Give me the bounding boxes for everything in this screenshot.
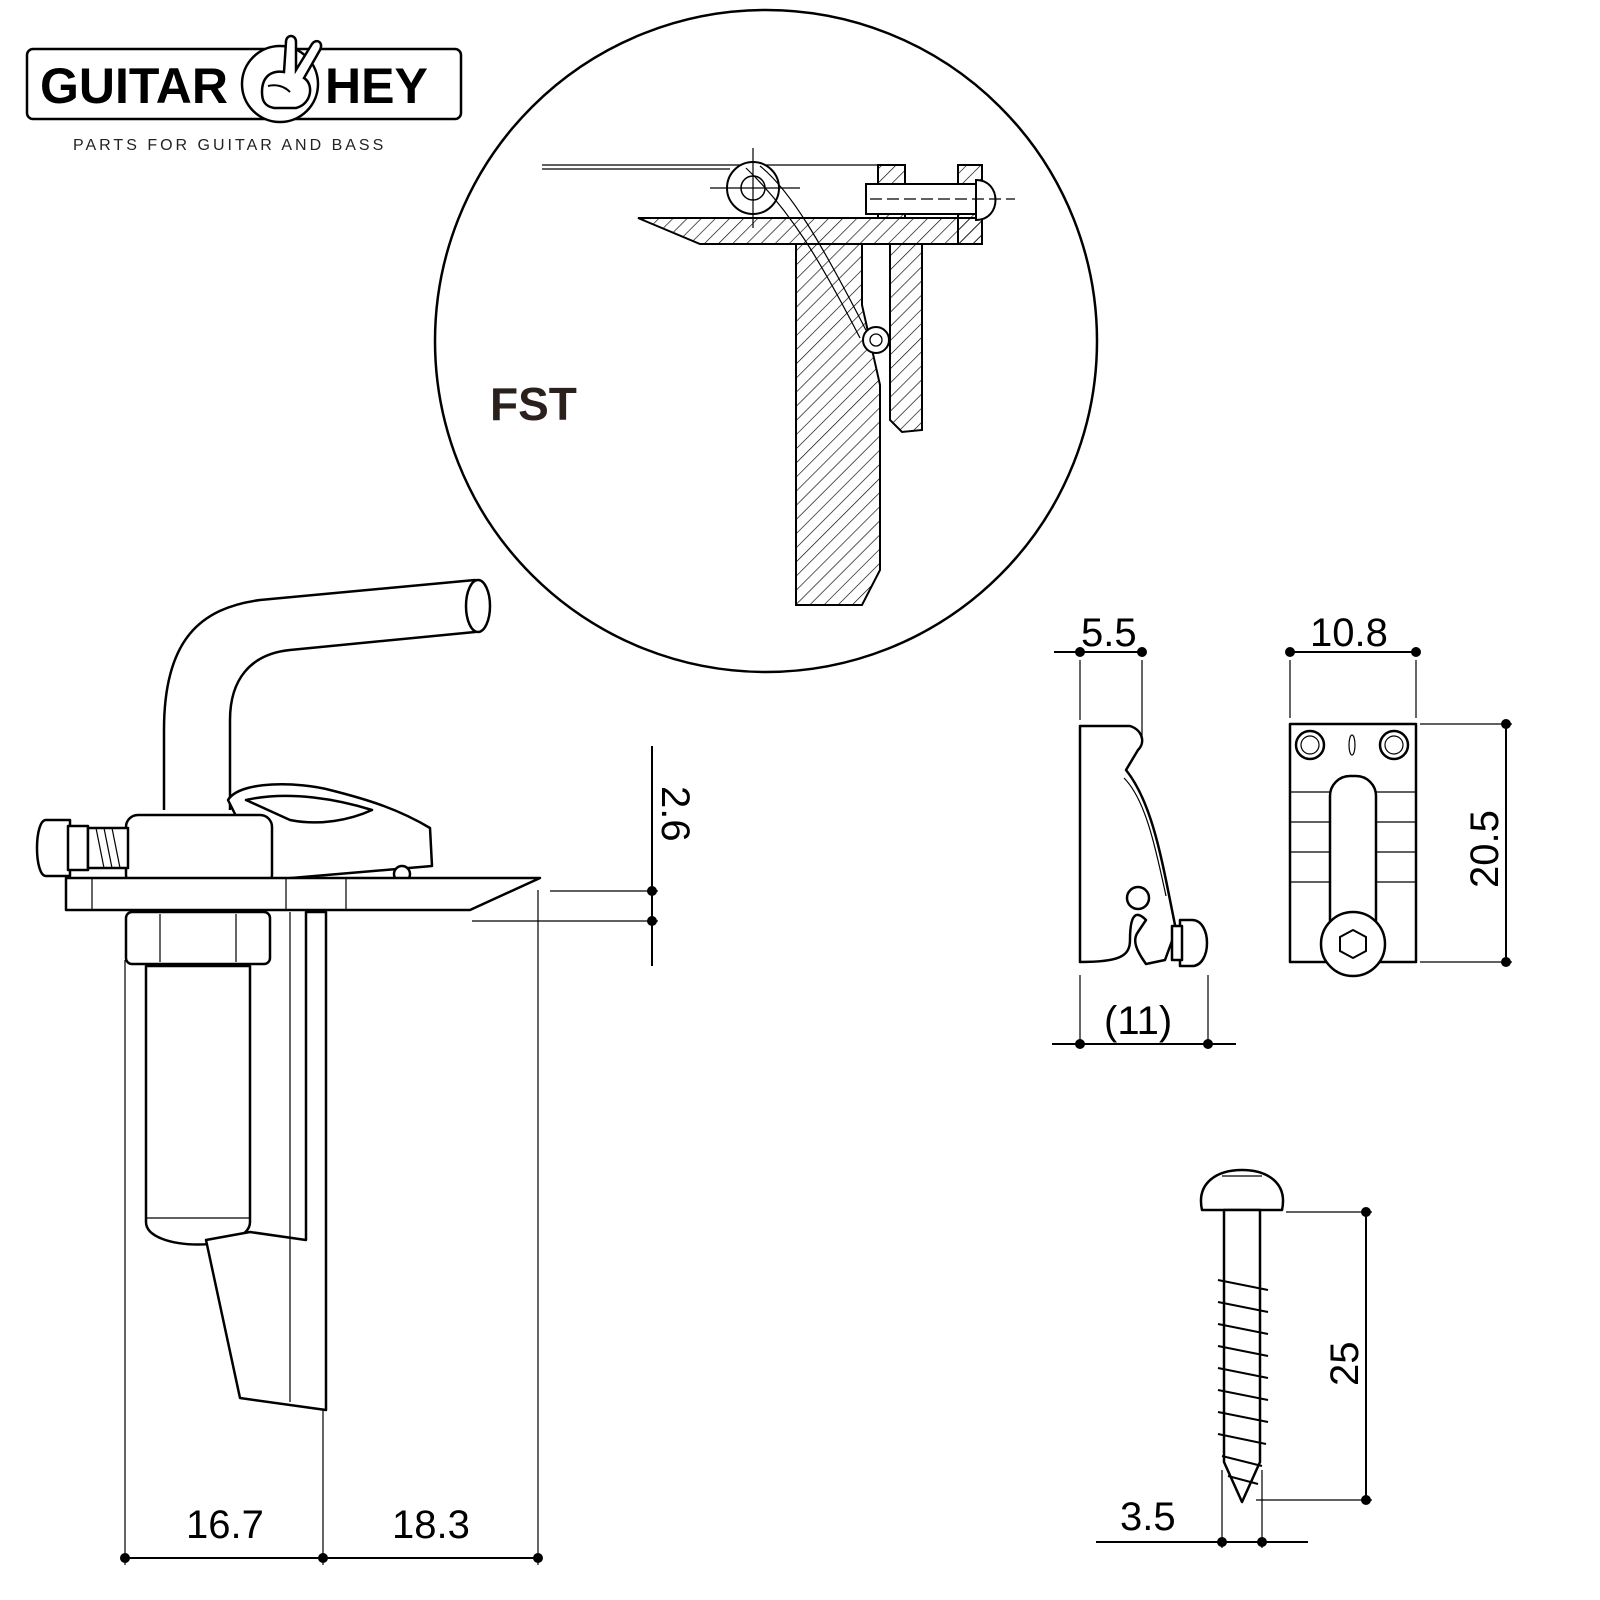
dim-11: (11) [1104, 999, 1172, 1043]
mount-hole-left [1294, 729, 1326, 761]
wire-arm [162, 578, 488, 810]
logo-tagline: PARTS FOR GUITAR AND BASS [73, 137, 386, 154]
dim-20-5: 20.5 [1463, 810, 1507, 888]
dim-10-8: 10.8 [1310, 611, 1388, 655]
logo-left-word: GUITAR [40, 58, 228, 114]
post-section [889, 243, 923, 434]
side-view-part [1078, 724, 1209, 968]
top-view-dimensions: 10.8 20.5 [1285, 611, 1512, 967]
screw-head [1199, 1168, 1285, 1212]
side-view-dimensions: 5.5 (11) [1052, 611, 1236, 1049]
dim-2-6: 2.6 [653, 786, 697, 842]
block-section [795, 243, 881, 606]
threaded-post [144, 964, 252, 1246]
dim-3-5: 3.5 [1120, 1495, 1176, 1539]
stopper-dimensions: 16.7 18.3 2.6 [120, 746, 697, 1565]
adjust-screw-head [35, 818, 72, 878]
claw-blade [204, 910, 328, 1412]
brand-logo: GUITAR HEY PARTS FOR GUITAR AND BASS [25, 34, 463, 154]
wood-screw [1199, 1168, 1285, 1504]
fst-detail-view: FST [433, 8, 1099, 674]
base-plate [64, 876, 542, 912]
mount-hole-right [1378, 729, 1410, 761]
screw-dimensions: 25 3.5 [1096, 1207, 1372, 1548]
screw-thread [1217, 1279, 1269, 1485]
dim-25: 25 [1323, 1342, 1367, 1387]
dim-16-7: 16.7 [186, 1503, 264, 1547]
stopper-side-view [35, 578, 542, 1412]
hex-nut [124, 910, 272, 966]
logo-right-word: HEY [325, 58, 428, 114]
rock-hand-icon [240, 34, 323, 124]
fst-label: FST [490, 378, 577, 430]
dim-18-3: 18.3 [392, 1503, 470, 1547]
top-view-part [1288, 722, 1418, 978]
body-block [124, 813, 274, 889]
baseplate-section [637, 217, 983, 245]
dim-5-5: 5.5 [1081, 611, 1137, 655]
spring-wire [759, 165, 871, 339]
